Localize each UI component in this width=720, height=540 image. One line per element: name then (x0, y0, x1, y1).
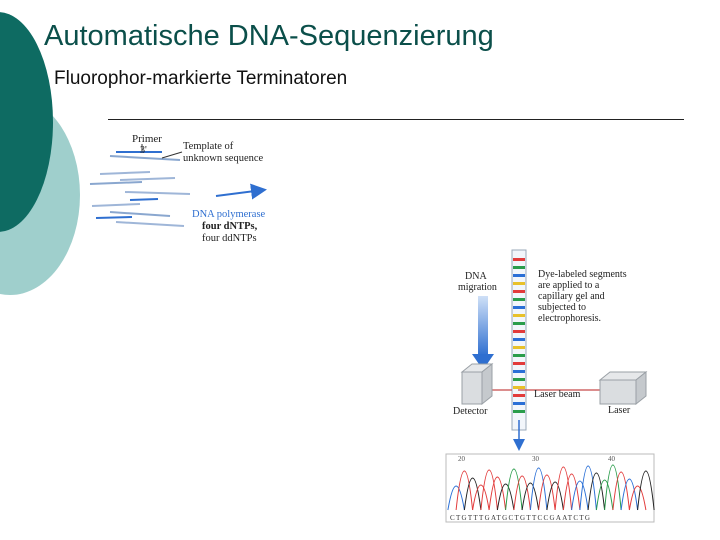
capillary-band (513, 290, 525, 293)
capillary-band (513, 314, 525, 317)
chromatogram-peak (579, 465, 597, 511)
chromatogram-peak (604, 464, 622, 511)
chromatogram-peak (505, 468, 523, 511)
capillary-band (513, 402, 525, 405)
capillary-band (513, 354, 525, 357)
dye-label-line5: electrophoresis. (538, 313, 601, 324)
dye-label-line3: capillary gel and (538, 291, 605, 302)
migration-label-line2: migration (458, 282, 497, 293)
migration-arrow-icon (472, 354, 494, 370)
chromatogram-peak (447, 485, 465, 511)
slide-title: Automatische DNA-Sequenzierung (44, 20, 494, 52)
chromatogram-peak (488, 476, 507, 511)
dye-label-line2: are applied to a (538, 280, 600, 291)
chromatogram-peak (496, 483, 515, 511)
detector-label: Detector (453, 406, 488, 417)
capillary-band (513, 410, 525, 413)
detector-box (460, 362, 494, 406)
capillary-band (513, 306, 525, 309)
chromatogram-peak (637, 470, 655, 511)
template-pointer (161, 151, 183, 159)
chromatogram-peak (529, 467, 548, 511)
capillary-band (513, 266, 525, 269)
chromatogram-tick-40: 40 (608, 455, 616, 463)
capillary-band (513, 370, 525, 373)
polymerase-label-line3: four ddNTPs (202, 233, 257, 244)
chromatogram-peak (480, 469, 498, 511)
dye-label-line4: subjected to (538, 302, 586, 313)
capillary-band (513, 362, 525, 365)
chromatogram-peak (571, 480, 589, 511)
chromatogram-peak (513, 475, 531, 511)
chromatogram-peak (612, 471, 630, 511)
chromatogram-peak (472, 484, 490, 511)
chromatogram-panel (445, 453, 655, 523)
laser-beam-label: Laser beam (534, 389, 581, 400)
chromatogram-peak (463, 477, 482, 511)
chromatogram-peak (628, 485, 647, 511)
laser-label: Laser (608, 405, 631, 416)
migration-arrow-shaft (478, 296, 488, 356)
chromatogram-peak (455, 470, 474, 511)
primer-label: Primer (132, 133, 162, 145)
capillary-band (513, 322, 525, 325)
dye-label-line1: Dye-labeled segments (538, 269, 627, 280)
three-prime-label: 3' (140, 145, 147, 156)
capillary-band (513, 258, 525, 261)
capillary-band (513, 338, 525, 341)
dark-teal-shape (0, 12, 53, 232)
capillary-band (513, 394, 525, 397)
primer-template-strands (89, 151, 191, 227)
capillary-band (513, 298, 525, 301)
capillary-band (513, 346, 525, 349)
chromatogram-tick-30: 30 (532, 455, 540, 463)
migration-label-line1: DNA (465, 271, 487, 282)
chromatogram-tick-20: 20 (458, 455, 466, 463)
sequence-read: CTGTTTGATGCTGTTCCGAATCTG (450, 514, 591, 522)
capillary-band (513, 330, 525, 333)
chromatogram-peak (521, 482, 540, 511)
template-label-line1: Template of (183, 141, 234, 152)
chromatogram-peak (554, 466, 573, 511)
capillary-band (513, 282, 525, 285)
capillary-band (513, 386, 525, 389)
polymerase-label-line2: four dNTPs, (202, 221, 258, 232)
sequencing-figure: Primer 3' Template of unknown sequence D… (89, 133, 655, 523)
template-label-line2: unknown sequence (183, 153, 264, 164)
chromatogram-peak (538, 474, 556, 511)
polymerase-label-line1: DNA polymerase (192, 209, 266, 220)
chromatogram-peak (620, 478, 639, 511)
slide-subtitle: Fluorophor-markierte Terminatoren (54, 68, 348, 89)
chromatogram-peak (562, 473, 581, 511)
laser-box (598, 370, 648, 406)
capillary-bands (513, 258, 525, 413)
chromatogram-peak (546, 481, 564, 511)
divider-line (108, 119, 684, 120)
capillary-band (513, 378, 525, 381)
chromatogram-peaks (447, 464, 655, 511)
polymerase-arrow-icon (215, 183, 267, 200)
chromatogram-peak (595, 479, 614, 511)
capillary-band (513, 274, 525, 277)
chromatogram-peak (587, 472, 606, 511)
